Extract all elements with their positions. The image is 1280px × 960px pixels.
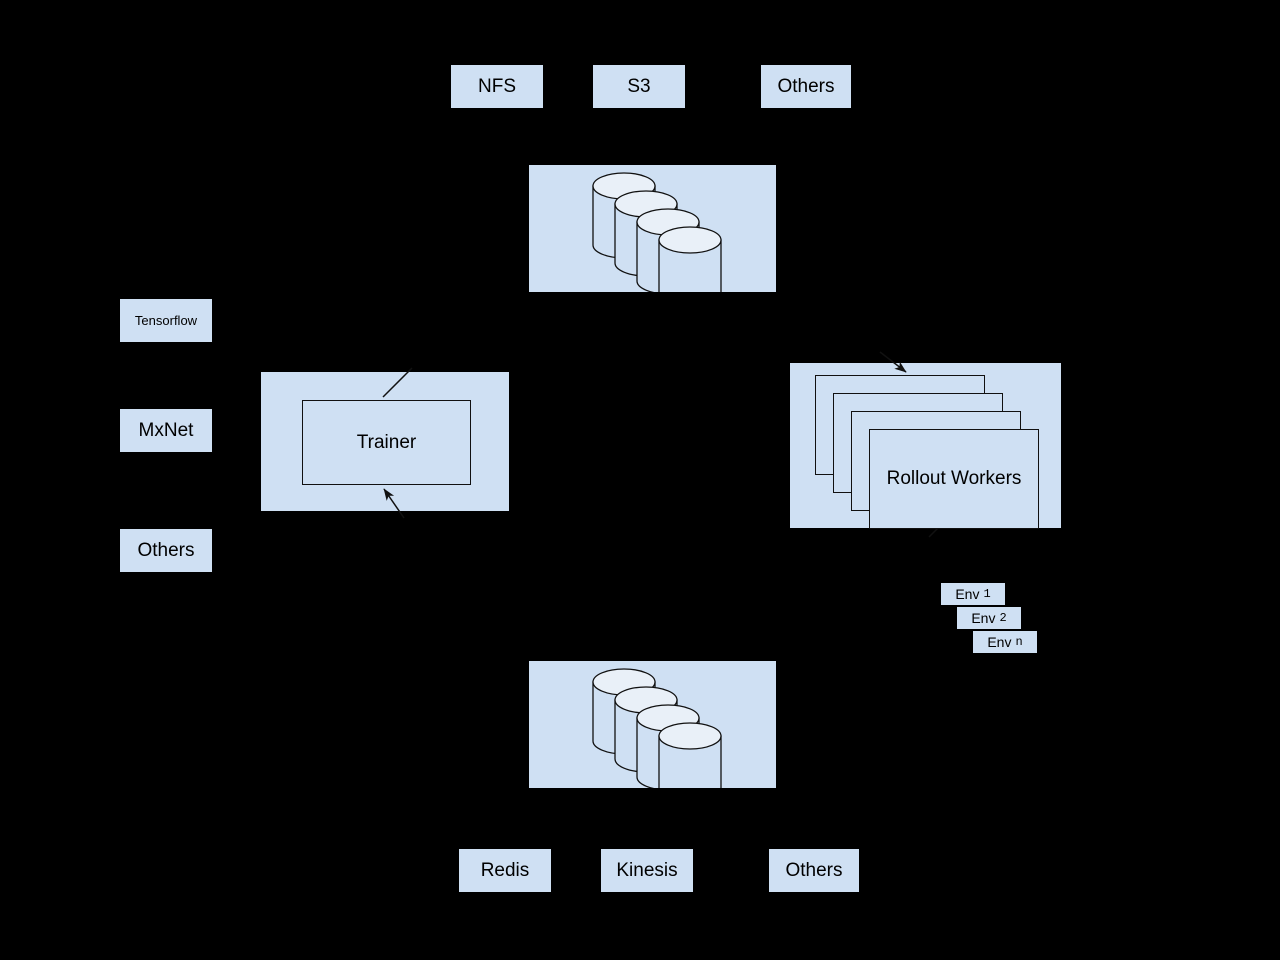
env-chip-index: n <box>1015 635 1023 649</box>
model-store-panel[interactable] <box>529 165 776 292</box>
env-chip-name: Env <box>987 634 1012 650</box>
framework-box-mxnet[interactable]: MxNet <box>120 409 212 452</box>
queue-box-kinesis[interactable]: Kinesis <box>601 849 693 892</box>
env-chip-name: Env <box>971 610 996 626</box>
env-chip-name: Env <box>955 586 980 602</box>
env-chip-index: 2 <box>999 611 1007 625</box>
trainer-box[interactable]: Trainer <box>302 400 471 485</box>
env-chip-index: 1 <box>983 587 991 601</box>
replay-store-cylinders <box>592 668 722 788</box>
storage-box-nfs[interactable]: NFS <box>451 65 543 108</box>
queue-box-others[interactable]: Others <box>769 849 859 892</box>
framework-box-tensorflow[interactable]: Tensorflow <box>120 299 212 342</box>
storage-box-s3[interactable]: S3 <box>593 65 685 108</box>
rollout-workers-label-card[interactable]: Rollout Workers <box>869 429 1039 529</box>
framework-box-others[interactable]: Others <box>120 529 212 572</box>
replay-store-panel[interactable] <box>529 661 776 788</box>
model-store-cylinders <box>592 172 722 292</box>
queue-box-redis[interactable]: Redis <box>459 849 551 892</box>
storage-box-others[interactable]: Others <box>761 65 851 108</box>
